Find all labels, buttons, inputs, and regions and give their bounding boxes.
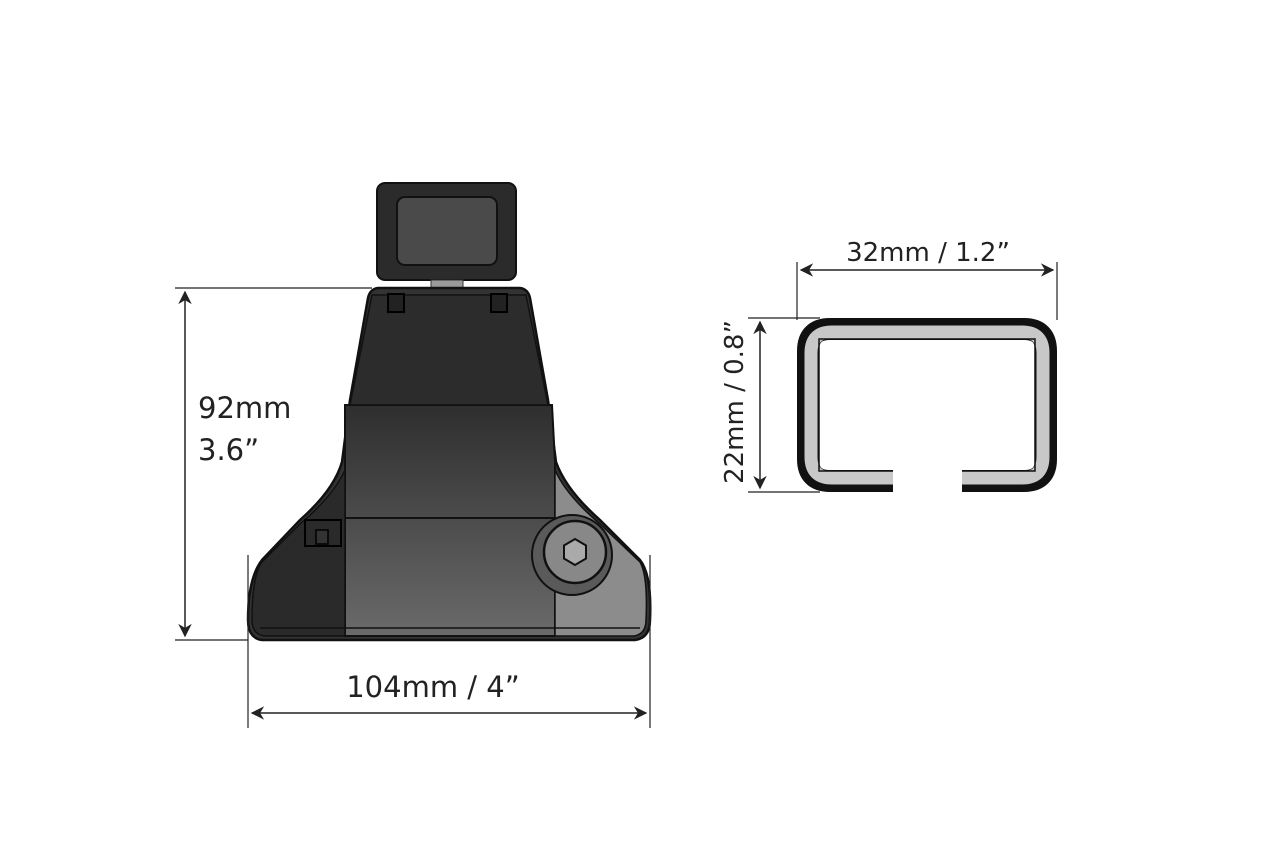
bar-profile-illustration: [797, 318, 1057, 492]
bar-width-label: 32mm / 1.2”: [846, 238, 1010, 268]
clip-left: [387, 293, 405, 313]
foot-left-flank: [251, 469, 346, 637]
bar-height-label: 22mm / 0.8”: [720, 320, 750, 484]
foot-width-dimension: 104mm / 4”: [247, 555, 651, 728]
foot-height-in-label: 3.6”: [198, 433, 259, 467]
foot-height-dimension: 92mm 3.6”: [175, 287, 372, 641]
roof-foot-illustration: [246, 182, 652, 642]
foot-top-panel: [349, 294, 549, 406]
bar-width-dimension: 32mm / 1.2”: [796, 238, 1058, 320]
bar-height-dimension: 22mm / 0.8”: [720, 317, 820, 493]
clip-side-inner: [315, 529, 329, 545]
foot-center-panel: [344, 404, 556, 637]
foot-knob-pad: [396, 196, 498, 266]
foot-width-label: 104mm / 4”: [346, 670, 520, 704]
hex-socket-icon: [563, 537, 587, 567]
clip-right: [490, 293, 508, 313]
foot-height-mm-label: 92mm: [198, 391, 291, 425]
